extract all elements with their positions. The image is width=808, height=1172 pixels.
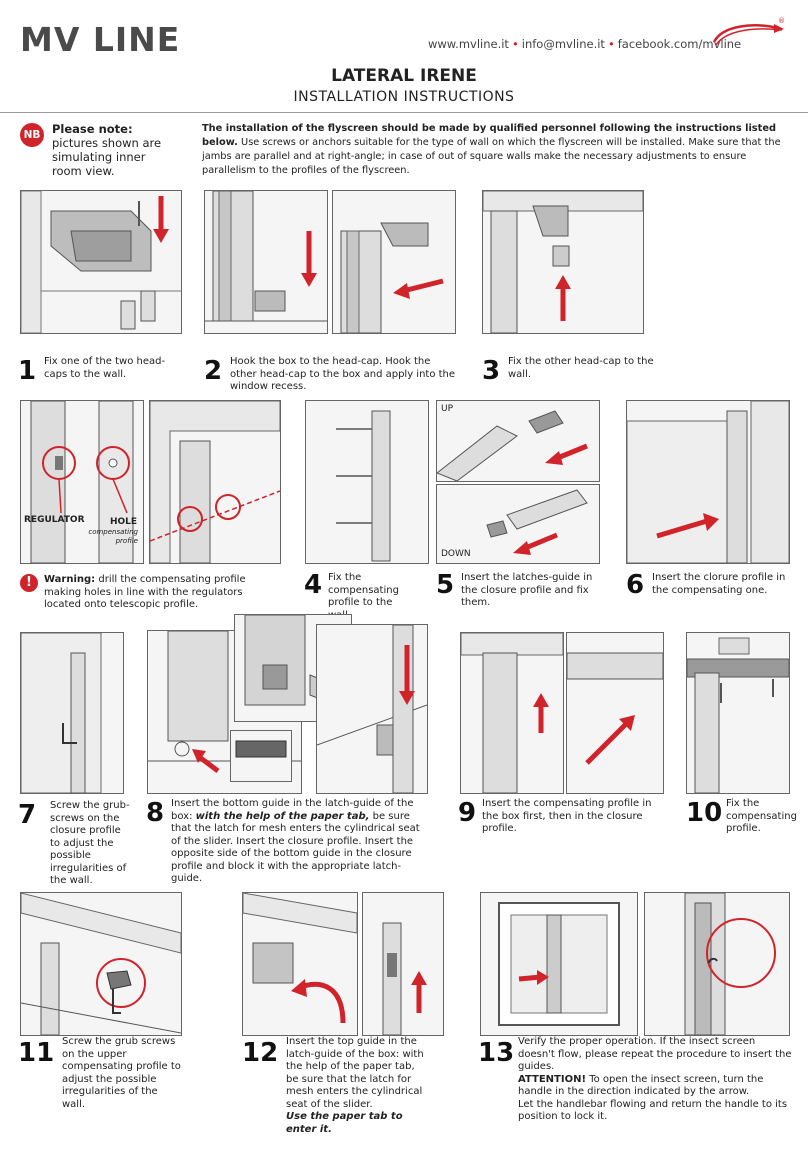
step11-illustration xyxy=(20,892,182,1036)
email-link[interactable]: info@mvline.it xyxy=(521,37,605,51)
step7-caption: Screw the grub-screws on the closure pro… xyxy=(50,800,130,886)
step11-number: 11 xyxy=(18,1038,55,1068)
step3-caption: Fix the other head-cap to the wall. xyxy=(508,356,654,380)
step12-number: 12 xyxy=(242,1038,279,1068)
step12a-illustration xyxy=(242,892,358,1036)
step9-number: 9 xyxy=(458,798,477,828)
intro-bold: The installation of the flyscreen should… xyxy=(202,123,776,148)
step-warning-illustration-b xyxy=(149,400,281,564)
step13-number: 13 xyxy=(478,1038,515,1068)
warning-body: drill the compensating profile making ho… xyxy=(44,574,246,610)
step13-text: Verify the proper operation. If the inse… xyxy=(518,1036,792,1072)
warning-text: Warning: drill the compensating profile … xyxy=(44,574,262,612)
step8-text-b: with the help of the paper tab, xyxy=(195,810,370,822)
step8c-illustration xyxy=(230,730,292,782)
step13-text3: Let the handlebar flowing and return the… xyxy=(518,1098,788,1123)
step1-number: 1 xyxy=(18,356,37,386)
step6-caption: Insert the clorure profile in the compen… xyxy=(652,572,786,596)
step8-text-c: be sure that the latch for mesh enters t… xyxy=(171,810,420,885)
step2a-illustration xyxy=(204,190,328,334)
note-body: pictures shown are simulating inner room… xyxy=(52,136,162,178)
step8b-illustration xyxy=(234,614,352,722)
step5b-illustration xyxy=(436,484,600,564)
divider xyxy=(0,112,808,113)
step12-caption: Insert the top guide in the latch-guide … xyxy=(286,1036,426,1136)
step10-caption: Fix the compensating profile. xyxy=(726,798,797,834)
warning-icon: ! xyxy=(20,574,38,592)
step8-text-a: Insert the bottom guide in the latch-gui… xyxy=(171,798,414,822)
down-label: DOWN xyxy=(441,549,471,559)
step4-number: 4 xyxy=(304,570,323,600)
step13b-illustration xyxy=(644,892,790,1036)
compensating-label: compensating profile xyxy=(88,528,138,545)
swoosh-logo-icon xyxy=(712,24,784,46)
step3-illustration xyxy=(482,190,644,334)
brand-logo: MV LINE xyxy=(20,20,181,59)
warning-bold: Warning: xyxy=(44,574,96,585)
step7-illustration xyxy=(20,632,124,794)
step9-caption: Insert the compensating profile in the b… xyxy=(482,798,652,834)
social-link[interactable]: facebook.com/mvline xyxy=(617,37,742,51)
step5-number: 5 xyxy=(436,570,455,600)
regulator-label: REGULATOR xyxy=(24,515,85,525)
note-text: Please note: pictures shown are simulati… xyxy=(52,122,177,178)
intro-body: Use screws or anchors suitable for the t… xyxy=(202,137,781,176)
step8-number: 8 xyxy=(146,798,165,828)
step12-text: Insert the top guide in the latch-guide … xyxy=(286,1036,424,1110)
step5-caption: Insert the latches-guide in the closure … xyxy=(461,572,593,608)
step7-number: 7 xyxy=(18,800,37,830)
step10-illustration xyxy=(686,632,790,794)
step13-caption: Verify the proper operation. If the inse… xyxy=(518,1036,792,1124)
step5a-illustration xyxy=(436,400,600,482)
step9a-illustration xyxy=(460,632,564,794)
step12b-illustration xyxy=(362,892,444,1036)
step11-caption: Screw the grub screws on the upper compe… xyxy=(62,1036,181,1110)
intro-text: The installation of the flyscreen should… xyxy=(202,122,787,178)
contact-line: www.mvline.it•info@mvline.it•facebook.co… xyxy=(428,37,742,51)
step-warning-illustration-a xyxy=(20,400,144,564)
step1-caption: Fix one of the two head-caps to the wall… xyxy=(44,356,166,380)
page-title: LATERAL IRENE xyxy=(331,66,477,86)
step12-text-italic: Use the paper tab to enter it. xyxy=(286,1111,403,1135)
step1-illustration xyxy=(20,190,182,334)
step10-number: 10 xyxy=(686,798,723,828)
hole-label: HOLE xyxy=(110,517,138,527)
step6-number: 6 xyxy=(626,570,645,600)
step2-caption: Hook the box to the head-cap. Hook the o… xyxy=(230,356,456,392)
nb-badge: NB xyxy=(20,123,44,147)
website-link[interactable]: www.mvline.it xyxy=(428,37,509,51)
note-bold: Please note: xyxy=(52,122,133,136)
up-label: UP xyxy=(441,404,454,414)
step13-text2: To open the insect screen, turn the hand… xyxy=(518,1073,764,1098)
step3-number: 3 xyxy=(482,356,501,386)
step8d-illustration xyxy=(316,624,428,794)
step2-number: 2 xyxy=(204,356,223,386)
registered-mark: ® xyxy=(778,17,785,25)
step8-caption: Insert the bottom guide in the latch-gui… xyxy=(171,798,429,886)
step6-illustration xyxy=(626,400,790,564)
step13a-illustration xyxy=(480,892,638,1036)
step13-attention: ATTENTION! xyxy=(518,1073,587,1085)
page-subtitle: INSTALLATION INSTRUCTIONS xyxy=(293,89,515,105)
step9b-illustration xyxy=(566,632,664,794)
step2b-illustration xyxy=(332,190,456,334)
step4-illustration xyxy=(305,400,429,564)
